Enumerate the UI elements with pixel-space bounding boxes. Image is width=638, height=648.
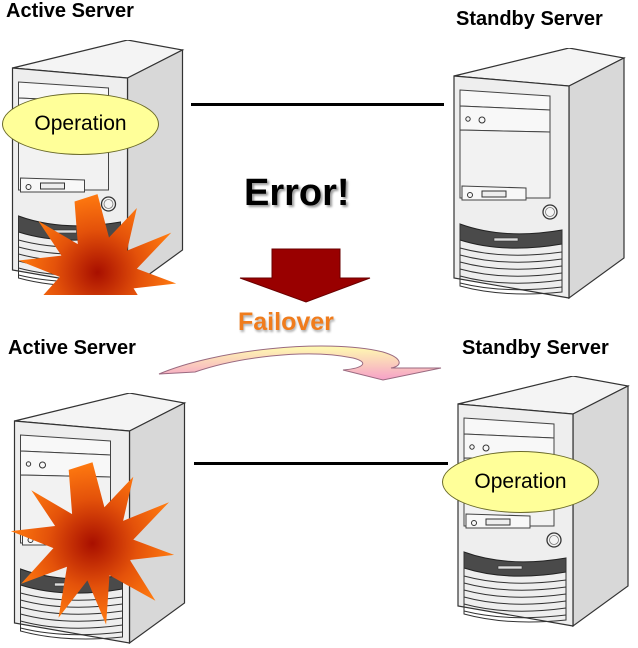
error-label: Error! [244,172,350,214]
operation-bubble-before: Operation [2,93,159,155]
active-server-label-before: Active Server [6,0,134,22]
server-tower-icon [453,48,625,299]
server-tower-icon [11,40,184,295]
operation-label: Operation [474,470,567,493]
curved-failover-arrow-icon [158,345,442,381]
down-arrow-icon [239,248,371,303]
active-server-label-after: Active Server [8,337,136,359]
active-server-before [0,40,195,295]
standby-server-label-after: Standby Server [462,337,609,359]
server-tower-icon [10,393,186,644]
standby-server-before [444,48,634,303]
network-link-after [194,462,448,465]
network-link-before [191,103,444,106]
active-server-after [2,393,197,648]
failover-label: Failover [238,308,334,336]
operation-bubble-after: Operation [442,451,599,513]
standby-server-label-before: Standby Server [456,8,603,30]
operation-label: Operation [34,112,127,135]
